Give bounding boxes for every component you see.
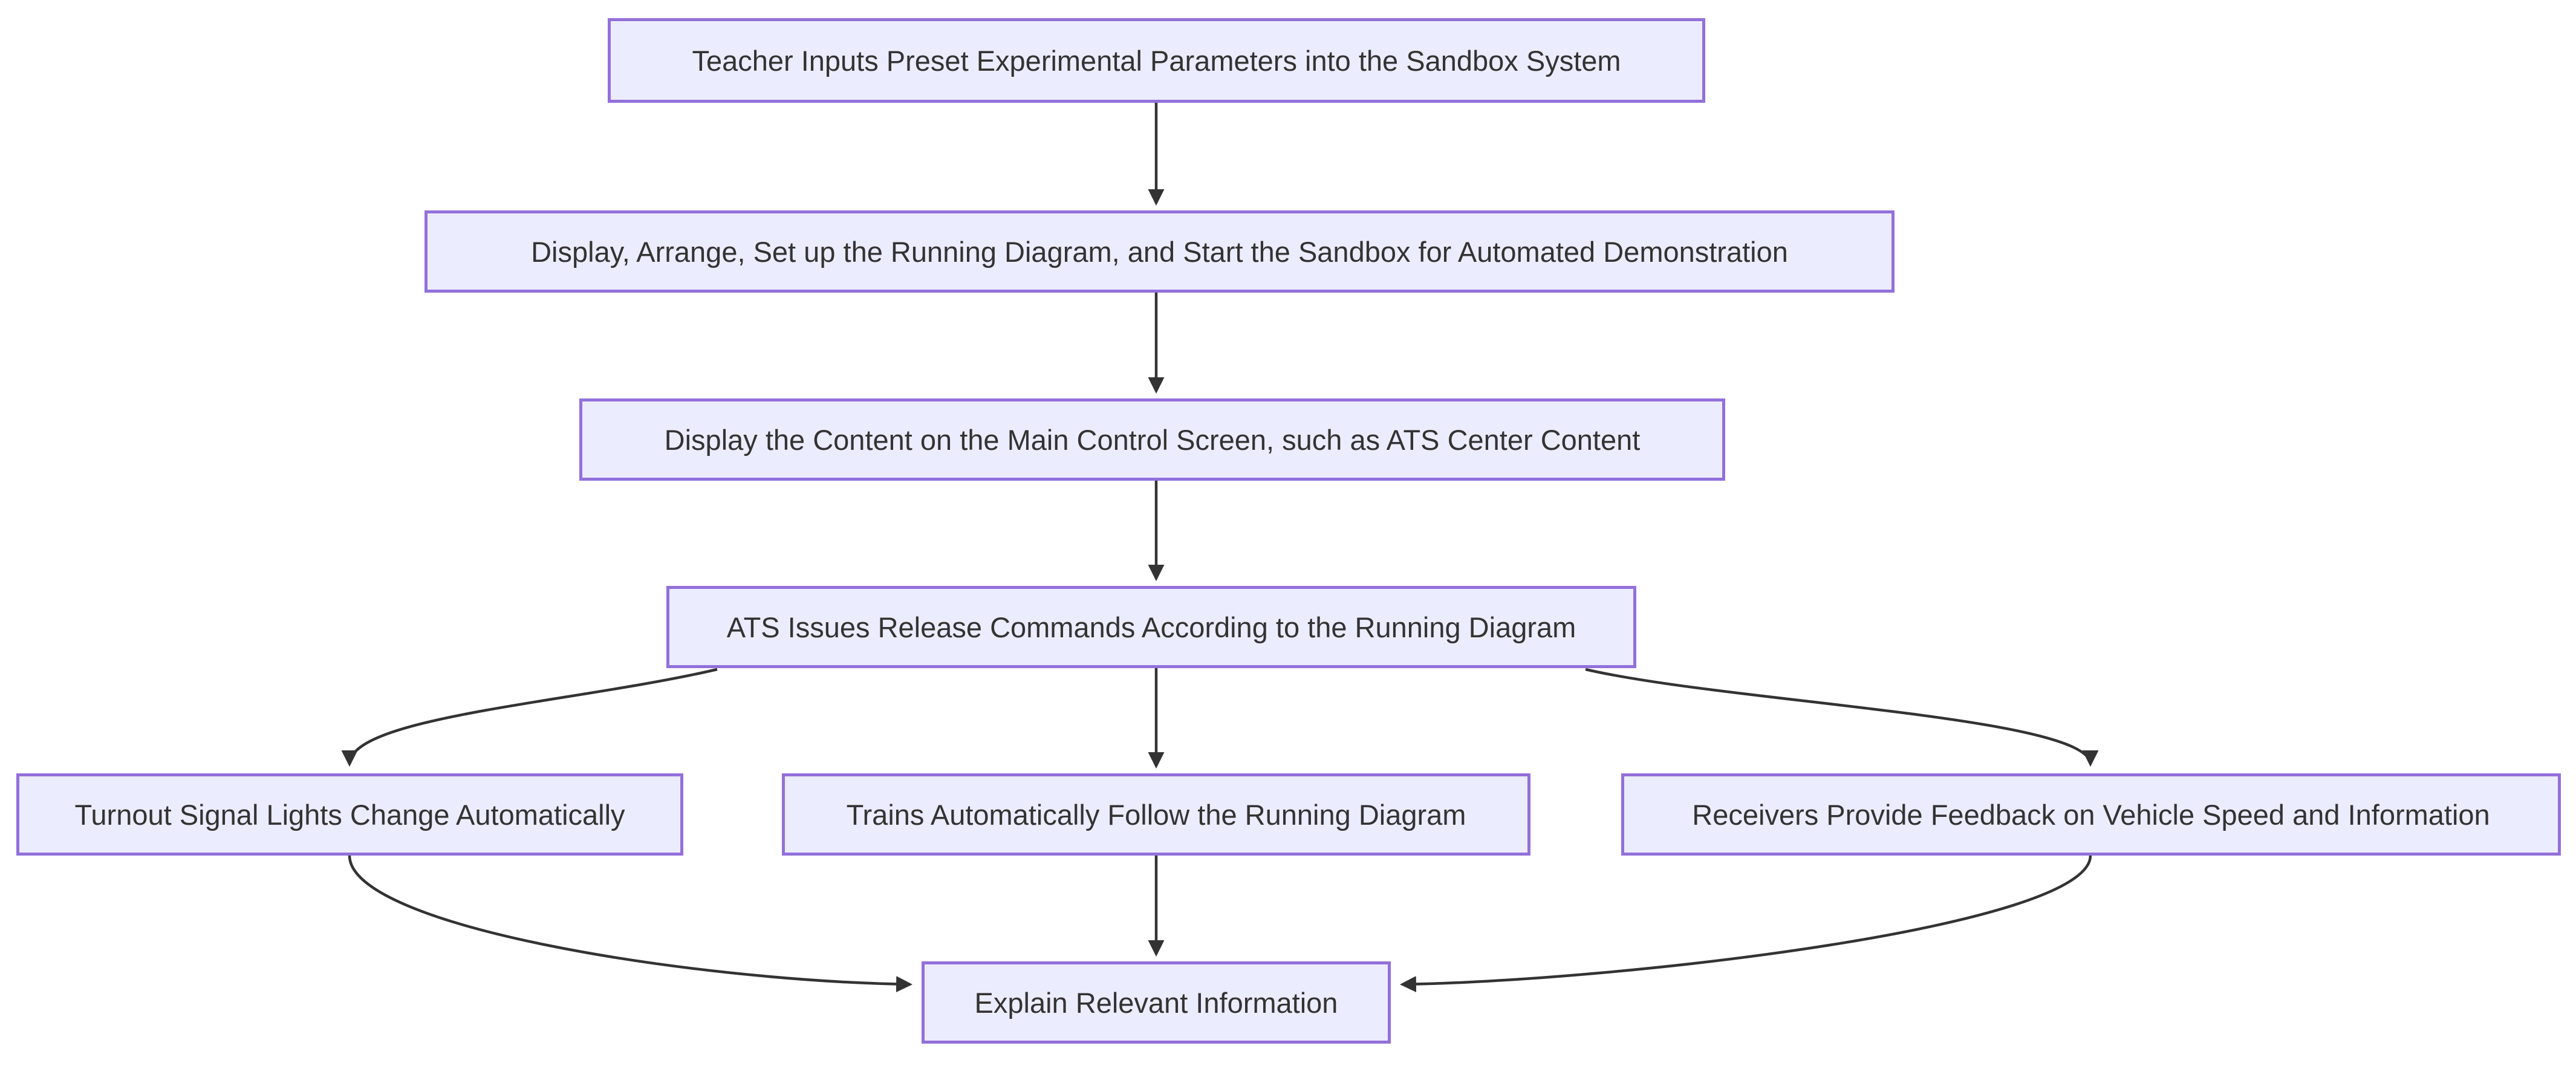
node-explain-info: Explain Relevant Information [922, 961, 1391, 1044]
node-display-content: Display the Content on the Main Control … [579, 398, 1725, 481]
edge-d-g [1585, 668, 2099, 767]
edge-d-e [341, 668, 718, 767]
node-trains-follow: Trains Automatically Follow the Running … [782, 773, 1530, 856]
node-teacher-inputs: Teacher Inputs Preset Experimental Param… [608, 18, 1705, 103]
edge-g-h [1399, 855, 2092, 993]
node-ats-issues: ATS Issues Release Commands According to… [666, 586, 1636, 668]
node-receivers-feedback: Receivers Provide Feedback on Vehicle Sp… [1621, 773, 2561, 856]
node-turnout-signals: Turnout Signal Lights Change Automatical… [16, 773, 683, 856]
edge-e-h [348, 855, 913, 993]
node-display-arrange: Display, Arrange, Set up the Running Dia… [424, 210, 1895, 293]
